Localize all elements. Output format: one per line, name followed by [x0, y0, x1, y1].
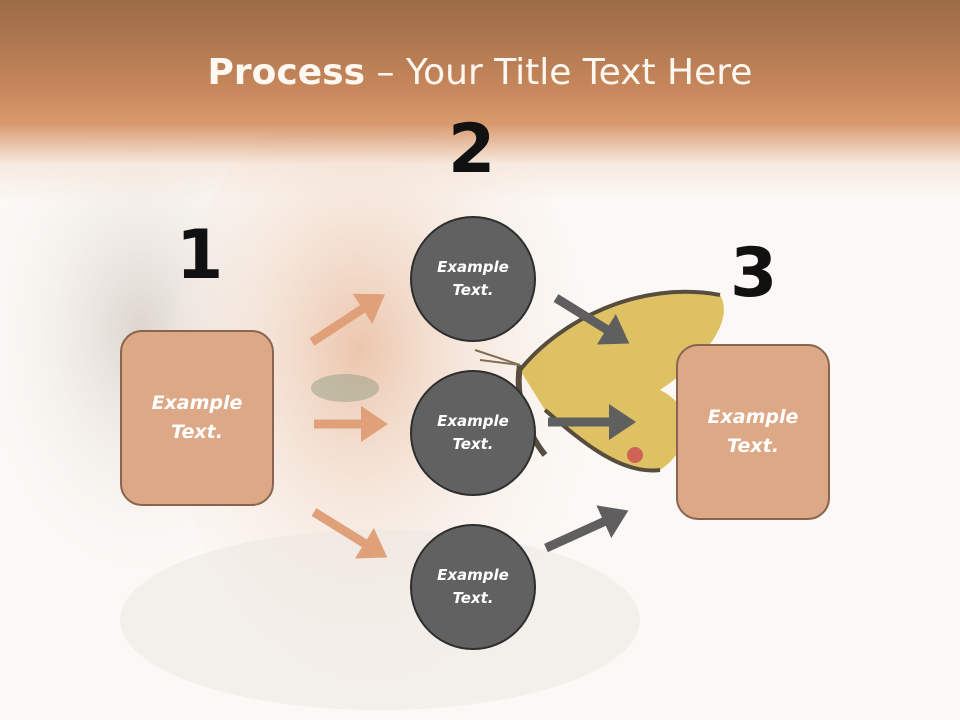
page-title: Process – Your Title Text Here [0, 52, 960, 93]
step-number-1: 1 [176, 216, 224, 295]
step-number-3: 3 [730, 234, 778, 313]
arrow-top-to-right [553, 294, 630, 345]
arrow-left-to-bottom [311, 508, 388, 559]
circle-middle: Example Text. [410, 370, 536, 496]
circle-bottom: Example Text. [410, 524, 536, 650]
step-number-2: 2 [448, 110, 496, 189]
left-process-box: Example Text. [120, 330, 274, 506]
circle-top: Example Text. [410, 216, 536, 342]
title-bold: Process [207, 52, 366, 93]
eye-shape [311, 374, 379, 402]
arrow-bottom-to-right [544, 505, 629, 553]
arrow-left-to-top [309, 293, 386, 346]
title-rest: – Your Title Text Here [365, 52, 753, 93]
right-process-box: Example Text. [676, 344, 830, 520]
header-band [0, 0, 960, 200]
